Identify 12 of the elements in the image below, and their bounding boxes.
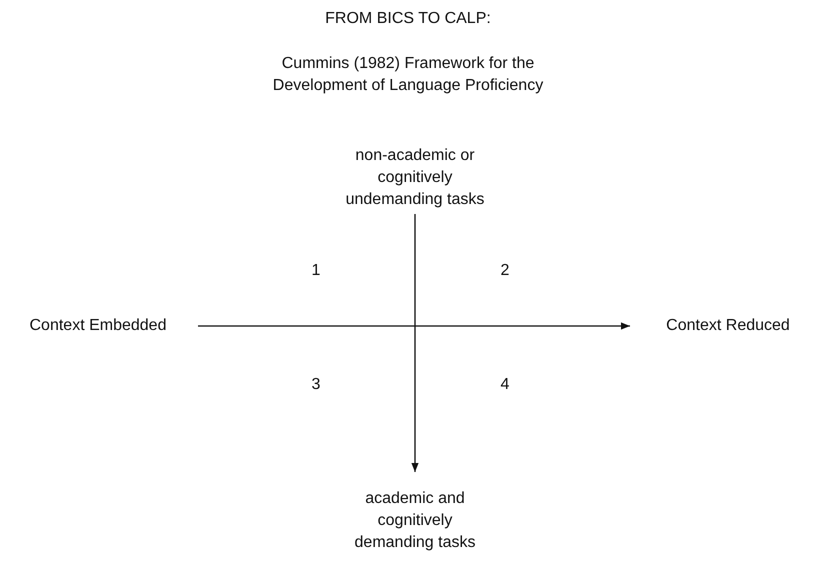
quadrant-number: 2 — [500, 261, 510, 281]
axis-label: Context Reduced — [640, 315, 816, 337]
axis-label: Context Embedded — [0, 315, 196, 337]
title: FROM BICS TO CALP: — [324, 9, 492, 29]
quadrant-number: 4 — [500, 375, 510, 395]
quadrant-number: 3 — [310, 375, 322, 395]
arrow — [198, 322, 630, 330]
axis-label: non-academic or cognitively undemanding tasks — [340, 145, 490, 211]
arrow — [411, 214, 419, 472]
quadrant-number: 1 — [310, 261, 322, 281]
axis-label: academic and cognitively demanding tasks — [340, 488, 490, 554]
subtitle: Cummins (1982) Framework for the Development of Language Proficiency — [272, 54, 544, 96]
